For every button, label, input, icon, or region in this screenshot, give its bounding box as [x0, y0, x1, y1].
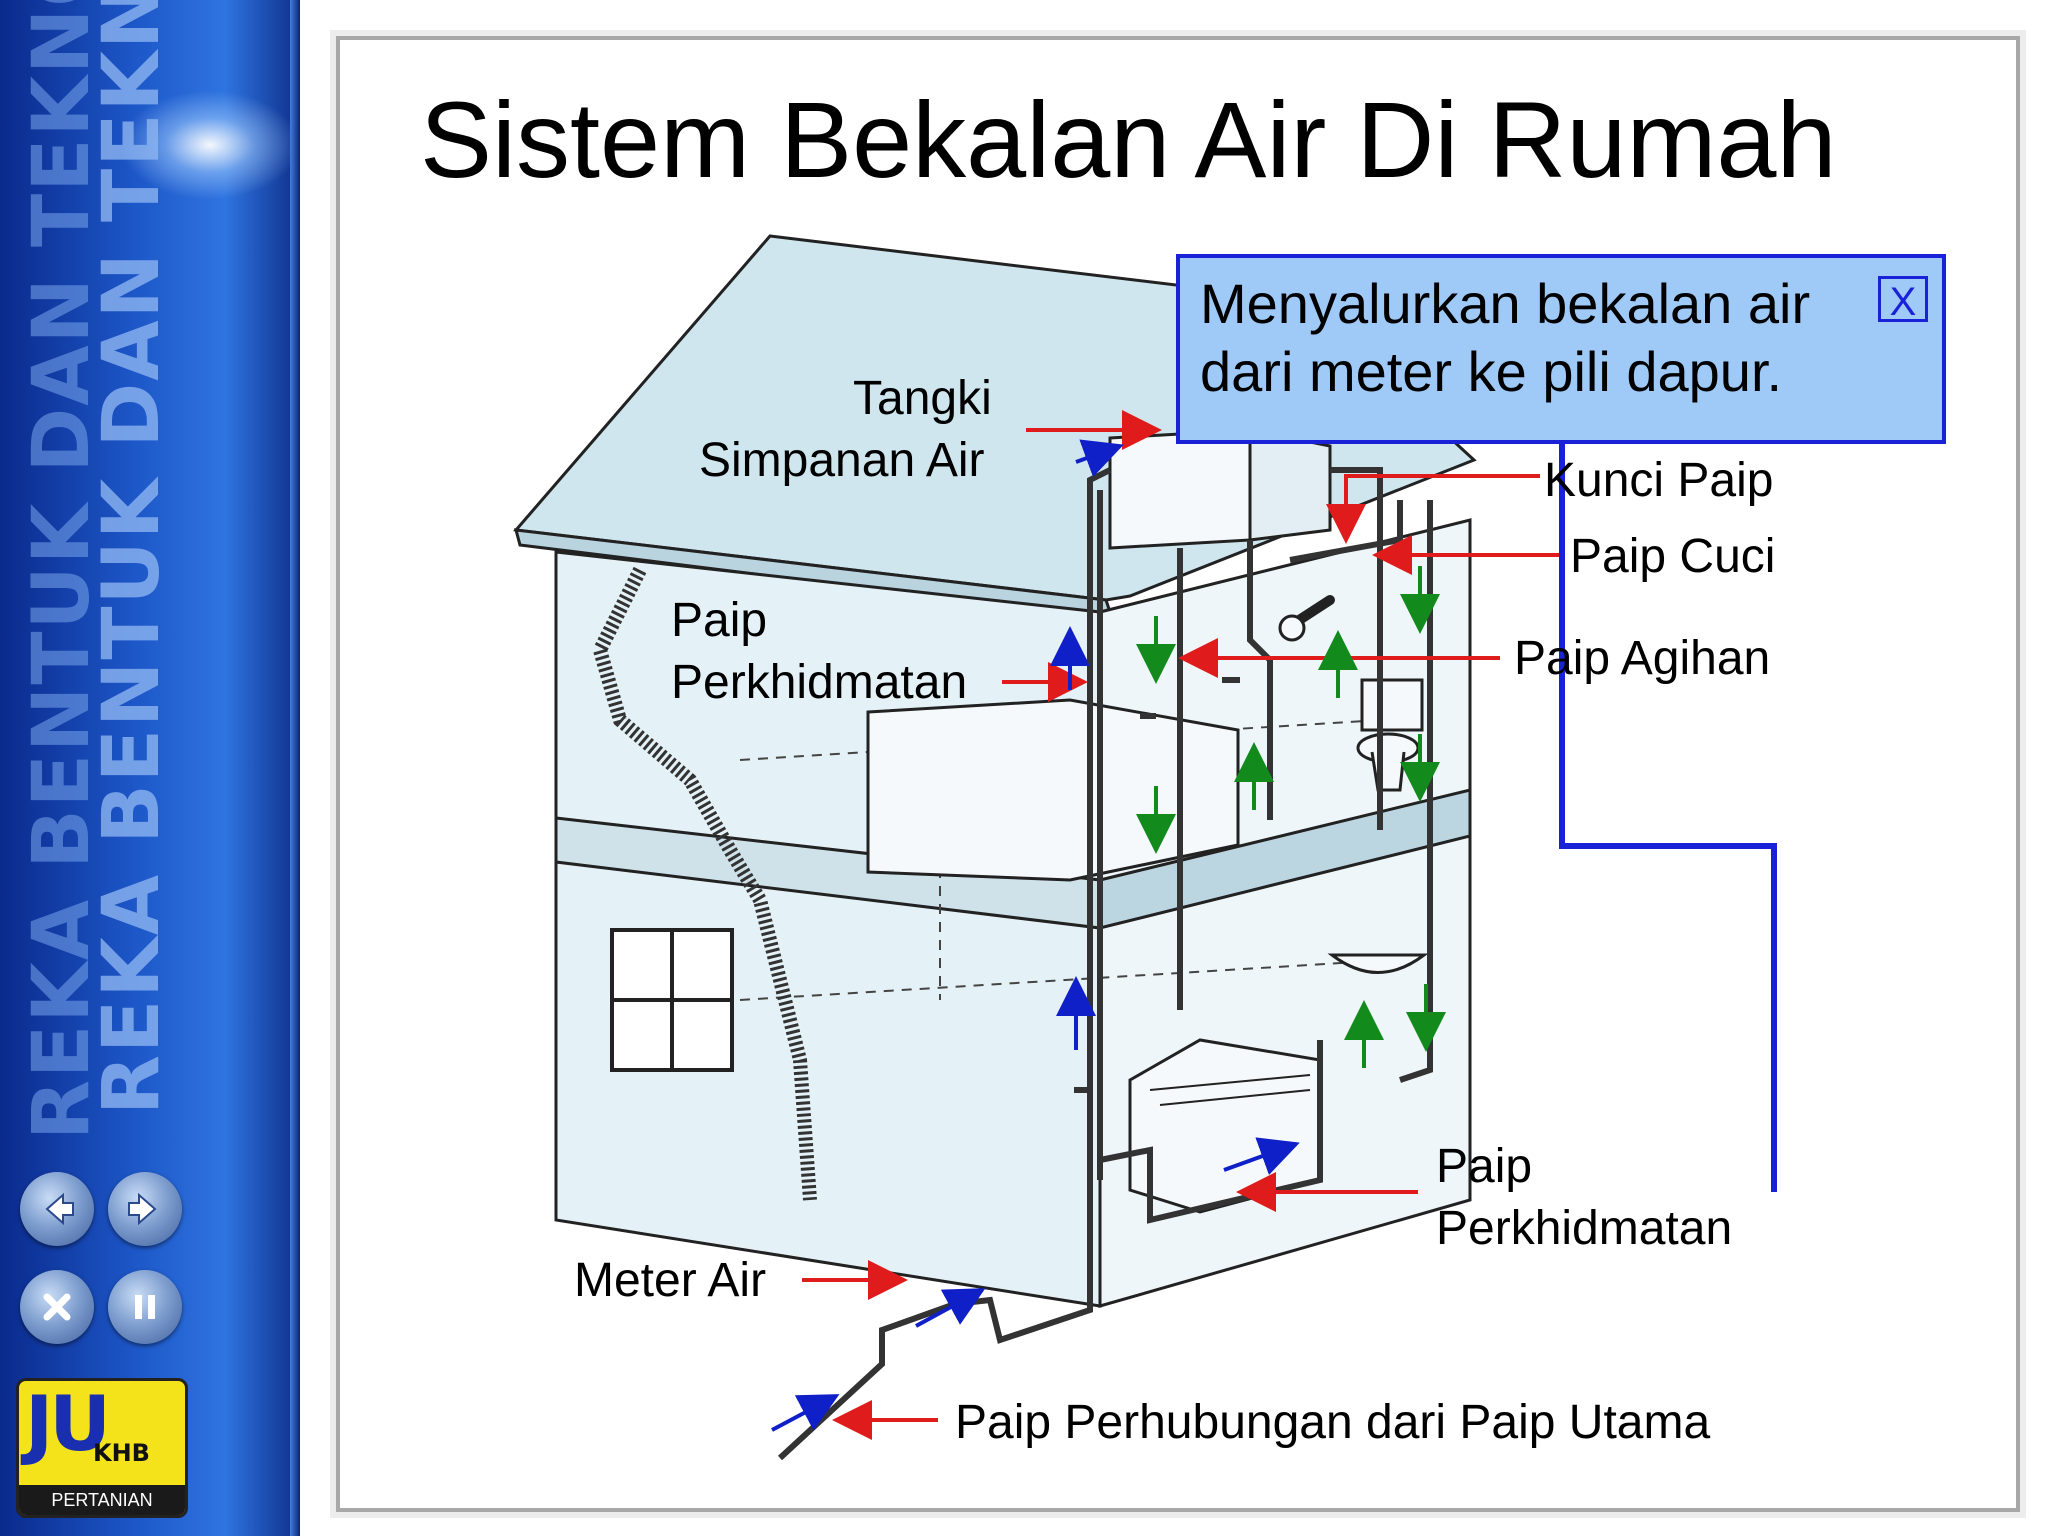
label-paip-perkhidmatan-1-line2: Perkhidmatan — [671, 656, 968, 709]
arrow-left-icon — [45, 1192, 74, 1226]
pause-button[interactable] — [108, 1270, 182, 1344]
flow-arrows-down — [1136, 566, 1446, 1068]
exit-button[interactable] — [20, 1270, 94, 1344]
label-paip-perkhidmatan-2-line2: Perkhidmatan — [1436, 1202, 1733, 1255]
popup-line-1: Menyalurkan bekalan air — [1200, 272, 1811, 335]
slide-title: Sistem Bekalan Air Di Rumah — [420, 79, 1837, 200]
logo-sub-text: KHB — [93, 1439, 150, 1467]
previous-button[interactable] — [20, 1172, 94, 1246]
label-simpanan-air: Simpanan Air — [699, 434, 985, 487]
label-paip-perkhidmatan-1-line1: Paip — [671, 594, 768, 647]
popup-connector-line — [1559, 444, 1777, 1192]
info-popup: Menyalurkan bekalan air dari meter ke pi… — [1176, 254, 1946, 444]
arrow-right-icon — [128, 1192, 157, 1226]
label-paip-perhubungan: Paip Perhubungan dari Paip Utama — [955, 1396, 1711, 1449]
flow-arrows-up — [771, 439, 1300, 1432]
label-paip-agihan: Paip Agihan — [1514, 632, 1771, 685]
close-icon — [43, 1293, 71, 1321]
popup-line-2: dari meter ke pili dapur. — [1200, 340, 1783, 403]
storage-tank — [1108, 428, 1332, 550]
label-pointer-arrows — [802, 410, 1560, 1440]
sidebar: REKA BENTUK DAN TEKNOLOGI REKA BENTUK DA… — [0, 0, 300, 1536]
pause-icon — [135, 1295, 155, 1319]
window — [610, 928, 734, 1072]
arrow-kunci-paip — [1326, 474, 1540, 544]
label-paip-cuci: Paip Cuci — [1570, 530, 1776, 583]
logo: JU KHB PERTANIAN — [16, 1378, 188, 1518]
label-tangki: Tangki — [853, 372, 992, 425]
sidebar-edge — [290, 0, 300, 1536]
logo-main-text: JU — [25, 1379, 111, 1468]
logo-caption: PERTANIAN — [19, 1485, 185, 1515]
wash-basin — [1327, 953, 1429, 974]
label-meter-air: Meter Air — [574, 1254, 767, 1307]
sidebar-glow — [120, 90, 300, 200]
label-paip-perkhidmatan-2-line1: Paip — [1436, 1140, 1533, 1193]
popup-text: Menyalurkan bekalan air dari meter ke pi… — [1200, 270, 1880, 406]
label-kunci-paip: Kunci Paip — [1544, 454, 1774, 507]
popup-close-button[interactable]: X — [1878, 276, 1928, 324]
next-button[interactable] — [108, 1172, 182, 1246]
shower-head — [1278, 595, 1335, 642]
